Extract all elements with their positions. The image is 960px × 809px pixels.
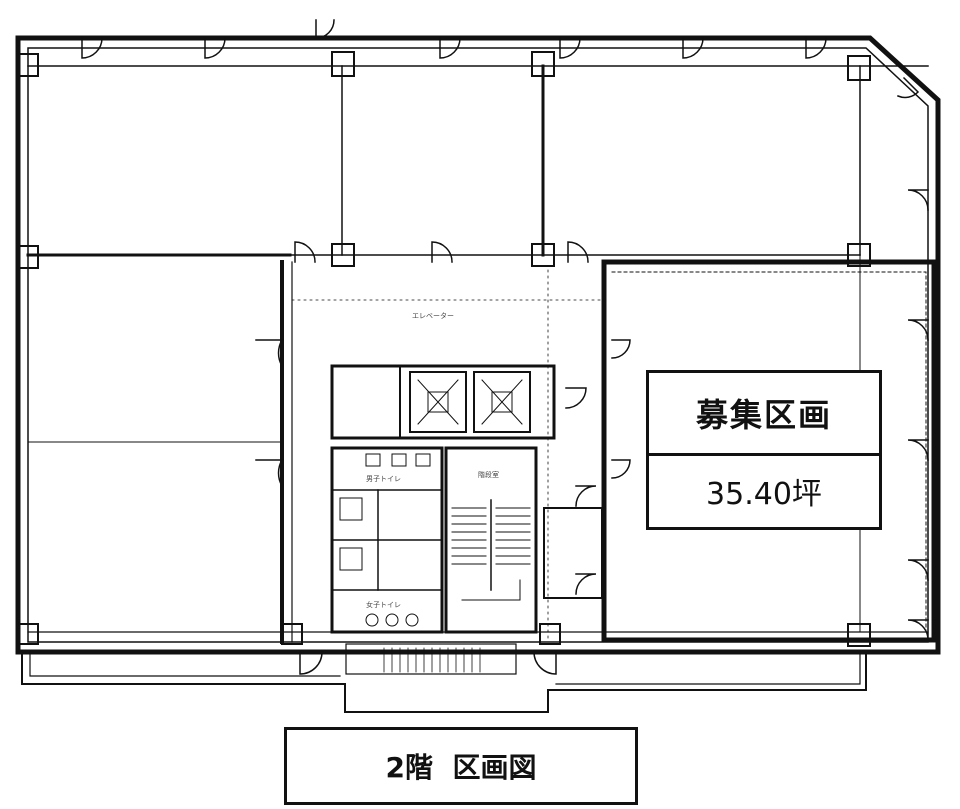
vacancy-area-outline (601, 259, 937, 643)
outer-wall (15, 35, 941, 655)
stairs-label: 階段室 (478, 471, 499, 479)
restroom-upper-label: 男子トイレ (366, 475, 401, 483)
floor-caption-box: 2階 区画図 (284, 727, 638, 805)
elevator-hall-label: エレベーター (412, 312, 454, 320)
vacancy-label-box: 募集区画 35.40坪 (646, 370, 882, 530)
vacancy-area: 35.40坪 (706, 477, 822, 512)
vacancy-title: 募集区画 (649, 373, 879, 456)
outer-wall-inner (27, 47, 929, 643)
floor-caption: 2階 区画図 (385, 751, 537, 784)
restroom-lower-label: 女子トイレ (366, 601, 401, 609)
